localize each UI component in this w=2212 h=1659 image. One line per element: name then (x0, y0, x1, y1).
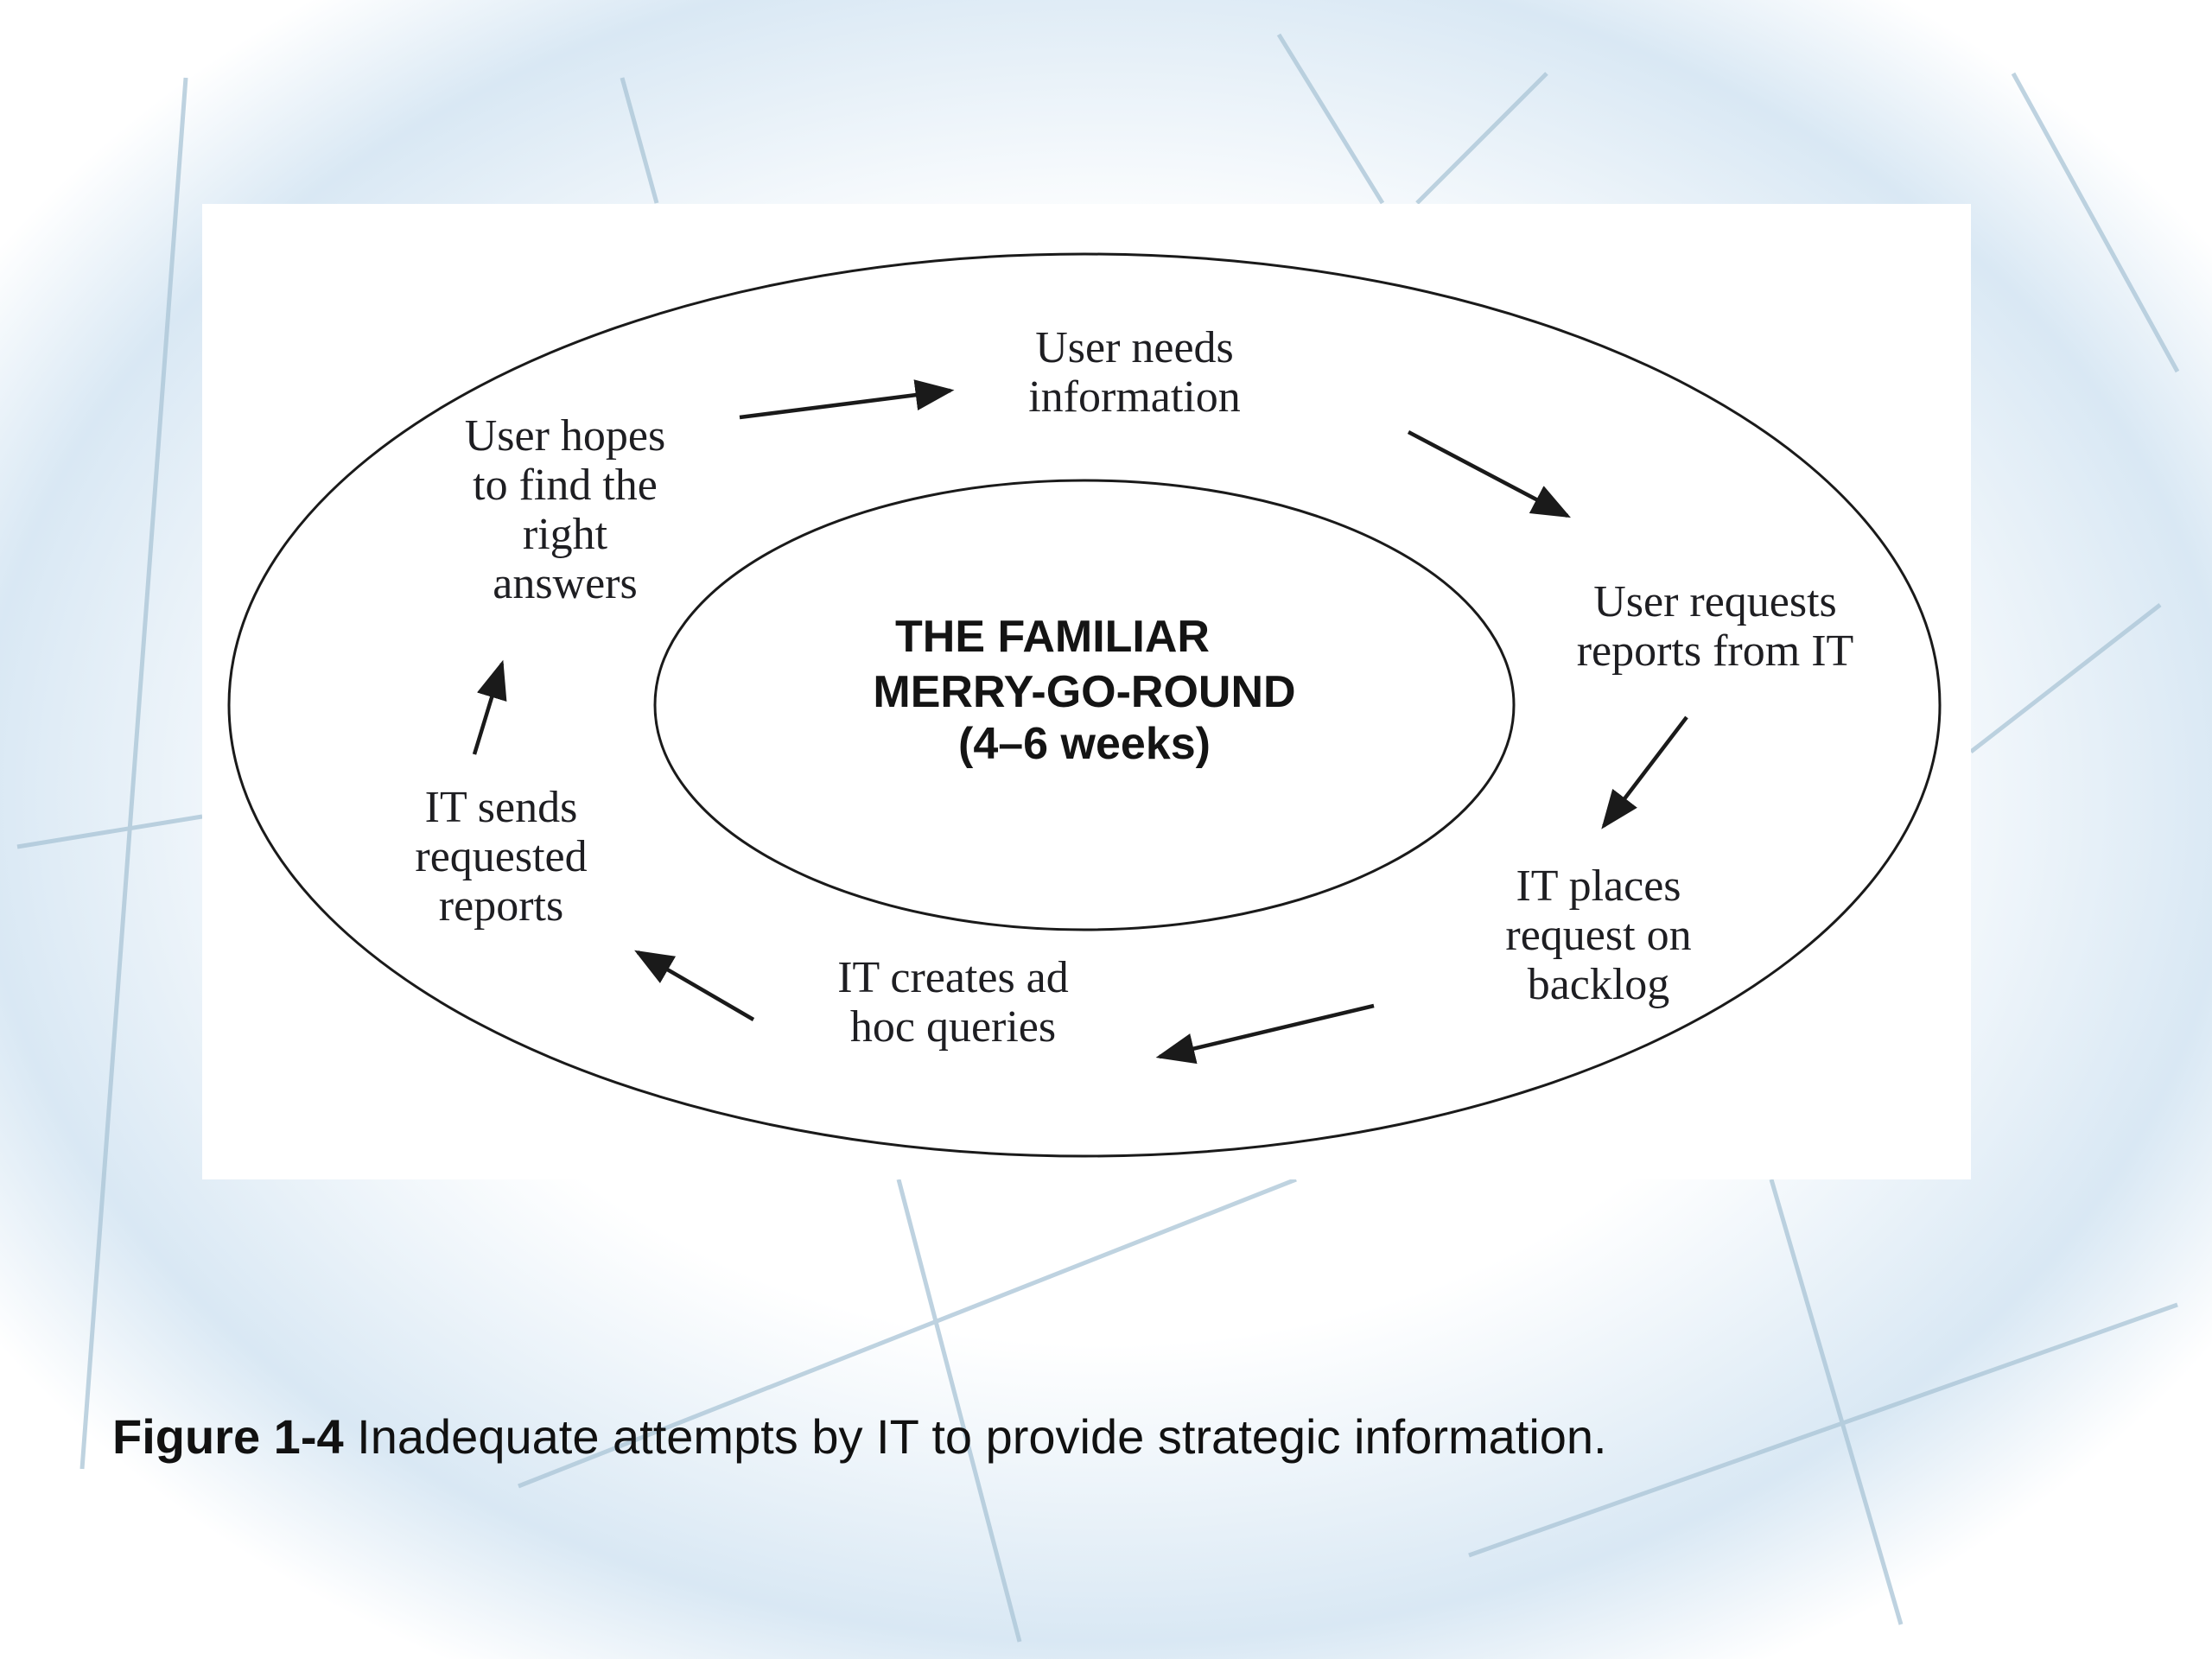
merry-go-round-diagram: THE FAMILIAR MERRY-GO-ROUND (4–6 weeks) … (227, 252, 1942, 1158)
arrow-backlog-to-queries (1155, 1003, 1375, 1065)
step-label-line: reports from IT (1577, 626, 1854, 676)
arrow-hopes-to-needs (739, 379, 955, 420)
step-label-line: IT sends (425, 783, 578, 832)
step-label-line: answers (493, 559, 638, 608)
step-user-needs-information: User needs information (1028, 323, 1241, 422)
arrow-needs-to-requests (1407, 430, 1571, 518)
center-title-line-1: THE FAMILIAR (895, 612, 1210, 662)
center-title-line-3: (4–6 weeks) (958, 719, 1211, 769)
step-label-line: User requests (1593, 577, 1837, 626)
step-label-line: backlog (1528, 960, 1670, 1009)
arrow-queries-to-sends (634, 950, 755, 1021)
background-grid-lines (16, 33, 2180, 1643)
outer-ellipse (227, 252, 1942, 1158)
step-it-sends-requested-reports: IT sends requested reports (415, 783, 587, 931)
inner-ellipse (653, 479, 1516, 931)
step-label-line: right (523, 510, 608, 559)
step-label-line: requested (415, 832, 587, 881)
step-label-line: IT creates ad (837, 953, 1069, 1002)
step-label-line: User needs (1035, 323, 1234, 372)
step-label-line: information (1028, 372, 1241, 422)
step-label-line: to find the (473, 461, 658, 510)
figure-number: Figure 1-4 (112, 1409, 344, 1464)
step-it-places-request-on-backlog: IT places request on backlog (1505, 861, 1691, 1009)
figure-caption: Figure 1-4 Inadequate attempts by IT to … (112, 1408, 1607, 1465)
cycle-arrows (472, 379, 1688, 1065)
step-label-line: hoc queries (850, 1002, 1056, 1052)
step-label-line: IT places (1516, 861, 1681, 911)
caption-text: Inadequate attempts by IT to provide str… (343, 1409, 1607, 1464)
figure-panel: THE FAMILIAR MERRY-GO-ROUND (4–6 weeks) … (202, 204, 1971, 1179)
step-it-creates-ad-hoc-queries: IT creates ad hoc queries (837, 953, 1069, 1052)
arrow-sends-to-hopes (472, 659, 507, 755)
arrow-requests-to-backlog (1601, 715, 1688, 830)
step-label-line: User hopes (465, 411, 666, 461)
step-label-line: request on (1505, 911, 1691, 960)
step-user-hopes-to-find-answers: User hopes to find the right answers (465, 411, 666, 608)
step-user-requests-reports: User requests reports from IT (1577, 577, 1854, 676)
step-label-line: reports (439, 881, 563, 931)
center-title-line-2: MERRY-GO-ROUND (873, 667, 1295, 717)
